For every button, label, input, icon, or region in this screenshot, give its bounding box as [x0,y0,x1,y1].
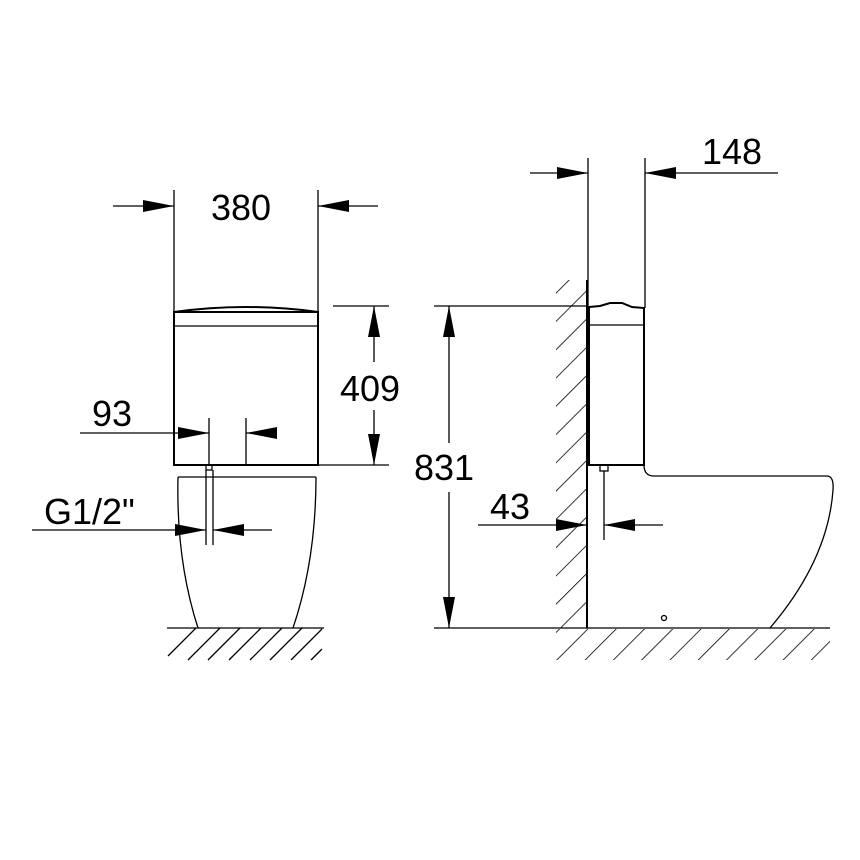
floor-hatch-side [556,629,830,660]
dimension-inlet-wall-distance: 43 [490,486,531,527]
dimension-inlet-offset: 93 [92,393,133,434]
front-view [32,190,389,661]
dimension-cistern-depth: 148 [702,131,763,172]
floor-hatch [167,627,323,661]
wall-hatch [556,280,586,628]
dimension-inlet-thread: G1/2" [44,491,135,532]
side-view [434,158,834,660]
dimension-width: 380 [211,187,272,228]
dimension-cistern-height: 409 [340,368,401,409]
dimension-total-height: 831 [414,447,475,488]
